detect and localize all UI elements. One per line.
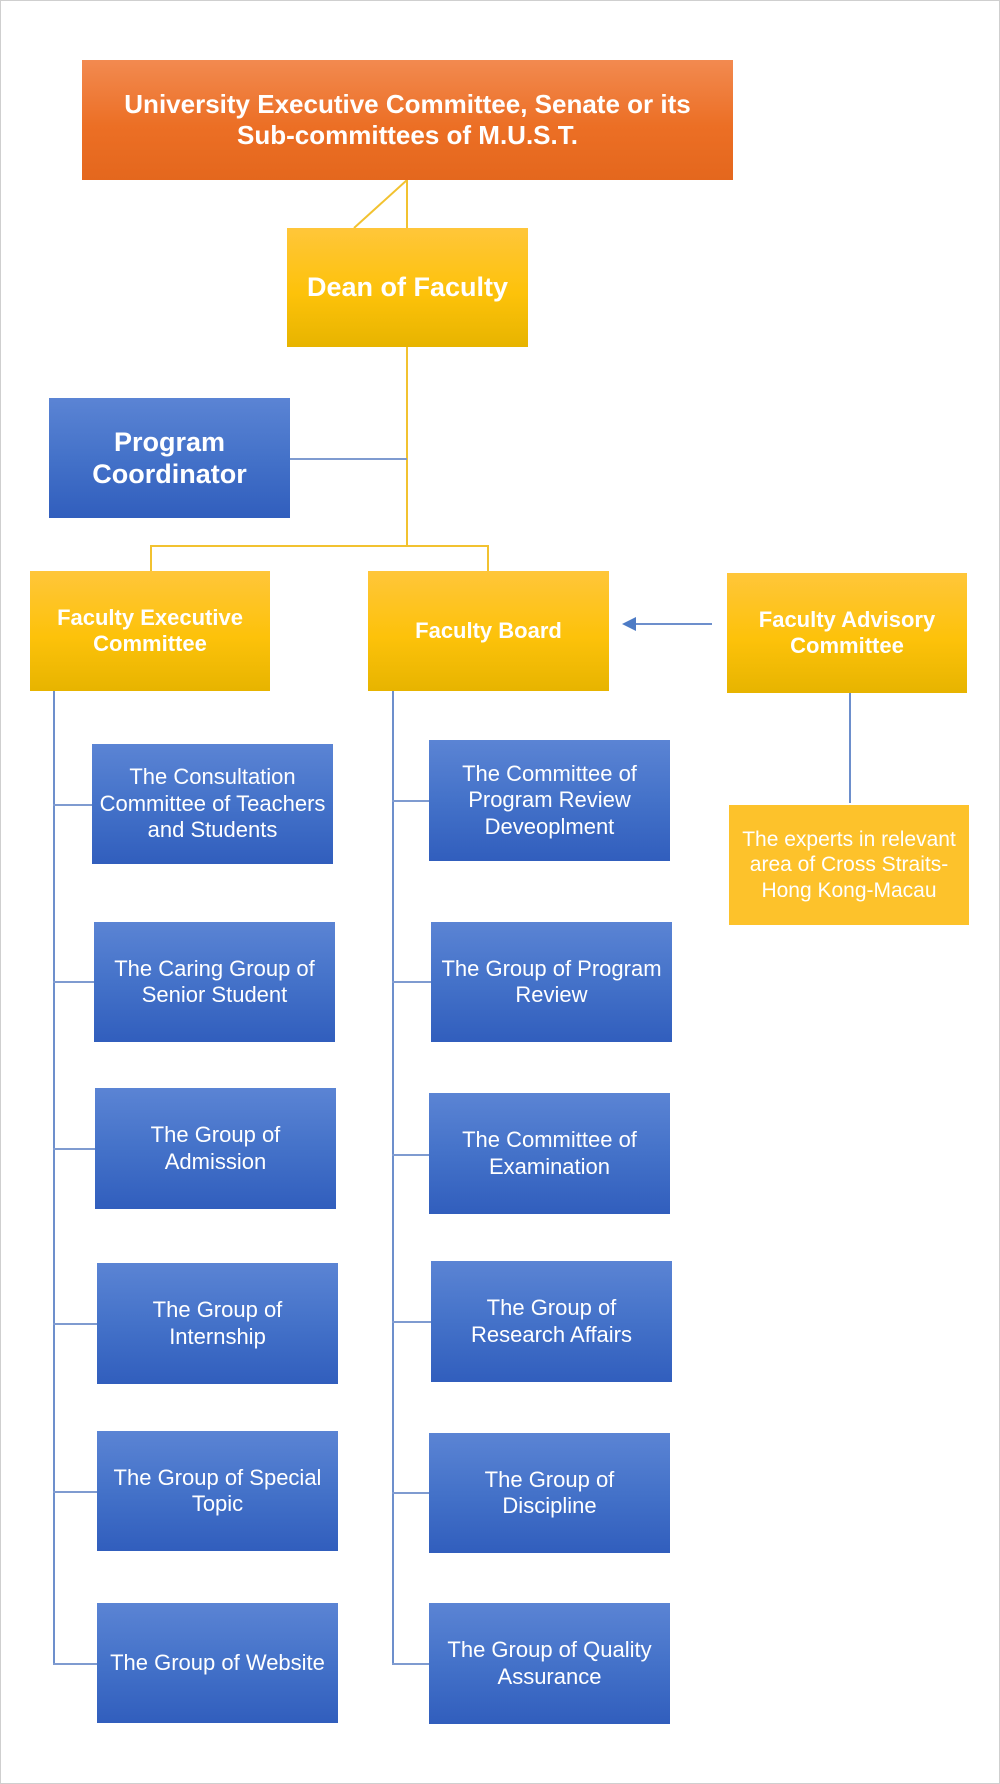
node-experts-cross-straits: The experts in relevant area of Cross St… [729, 805, 969, 925]
advisory-connector [849, 693, 851, 803]
node-board-child: The Group of Program Review [431, 922, 672, 1042]
executive-tick [53, 1663, 99, 1665]
board-tick [392, 981, 432, 983]
node-faculty-advisory-committee: Faculty Advisory Committee [727, 573, 967, 693]
node-executive-child: The Group of Admission [95, 1088, 336, 1209]
connector-faculty-bar [150, 545, 489, 547]
connector-top-dean [406, 180, 408, 228]
node-faculty-executive-committee: Faculty Executive Committee [30, 571, 270, 691]
node-executive-child: The Group of Internship [97, 1263, 338, 1384]
node-university-executive-committee: University Executive Committee, Senate o… [82, 60, 733, 180]
board-tick [392, 1663, 430, 1665]
board-tick [392, 1154, 430, 1156]
connector-top-diagonal [353, 179, 408, 229]
executive-trunk [53, 691, 55, 1664]
node-faculty-board: Faculty Board [368, 571, 609, 691]
executive-tick [53, 804, 93, 806]
connector-coordinator [290, 458, 407, 460]
node-executive-child: The Group of Website [97, 1603, 338, 1723]
connector-executive [150, 545, 152, 571]
node-executive-child: The Caring Group of Senior Student [94, 922, 335, 1042]
node-board-child: The Committee of Examination [429, 1093, 670, 1214]
node-program-coordinator: Program Coordinator [49, 398, 290, 518]
executive-tick [53, 981, 95, 983]
executive-tick [53, 1148, 97, 1150]
board-tick [392, 1492, 430, 1494]
board-tick [392, 1321, 432, 1323]
executive-tick [53, 1323, 99, 1325]
node-executive-child: The Consultation Committee of Teachers a… [92, 744, 333, 864]
node-board-child: The Group of Research Affairs [431, 1261, 672, 1382]
board-trunk [392, 691, 394, 1664]
node-executive-child: The Group of Special Topic [97, 1431, 338, 1551]
board-tick [392, 800, 430, 802]
arrow-left-icon [622, 617, 636, 631]
executive-tick [53, 1491, 99, 1493]
connector-dean-trunk [406, 347, 408, 546]
node-board-child: The Committee of Program Review Deveoplm… [429, 740, 670, 861]
connector-board [487, 545, 489, 571]
node-board-child: The Group of Quality Assurance [429, 1603, 670, 1724]
node-board-child: The Group of Discipline [429, 1433, 670, 1553]
node-dean-of-faculty: Dean of Faculty [287, 228, 528, 347]
